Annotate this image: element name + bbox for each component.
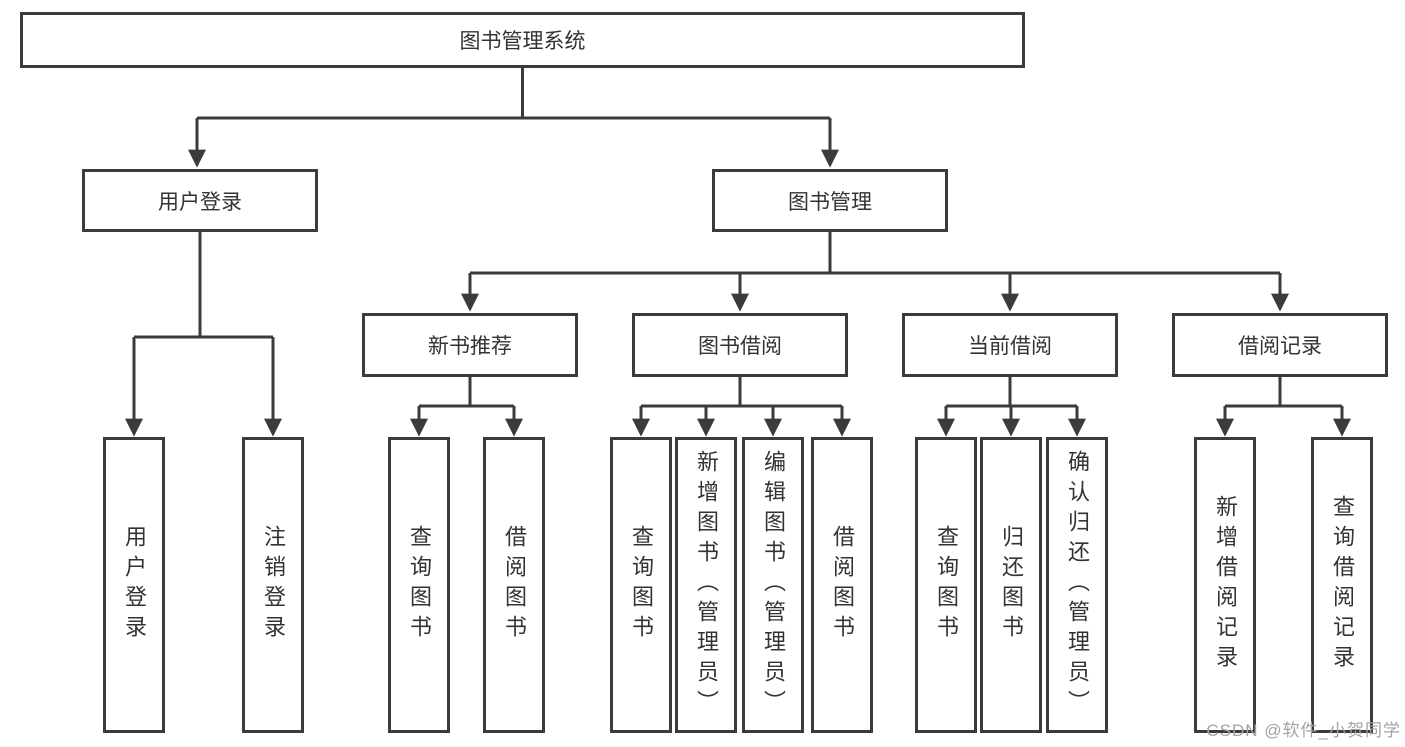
leaf-add-book-admin: 新增图书（管理员） bbox=[675, 437, 737, 733]
node-book-management: 图书管理 bbox=[712, 169, 948, 232]
csdn-watermark: CSDN @软件_小贺同学 bbox=[1206, 721, 1401, 740]
leaf-user-login: 用户登录 bbox=[103, 437, 165, 733]
leaf-query-books-borrowing: 查询图书 bbox=[610, 437, 672, 733]
leaf-confirm-return-admin: 确认归还（管理员） bbox=[1046, 437, 1108, 733]
leaf-query-books-recommend: 查询图书 bbox=[388, 437, 450, 733]
leaf-query-borrow-record: 查询借阅记录 bbox=[1311, 437, 1373, 733]
node-new-book-recommendation: 新书推荐 bbox=[362, 313, 578, 377]
leaf-query-books-current: 查询图书 bbox=[915, 437, 977, 733]
leaf-borrow-books-borrowing: 借阅图书 bbox=[811, 437, 873, 733]
leaf-edit-book-admin: 编辑图书（管理员） bbox=[742, 437, 804, 733]
leaf-return-book: 归还图书 bbox=[980, 437, 1042, 733]
leaf-logout: 注销登录 bbox=[242, 437, 304, 733]
node-book-borrowing: 图书借阅 bbox=[632, 313, 848, 377]
leaf-add-borrow-record: 新增借阅记录 bbox=[1194, 437, 1256, 733]
leaf-borrow-books-recommend: 借阅图书 bbox=[483, 437, 545, 733]
node-borrowing-records: 借阅记录 bbox=[1172, 313, 1388, 377]
node-current-borrowing: 当前借阅 bbox=[902, 313, 1118, 377]
node-library-management-system: 图书管理系统 bbox=[20, 12, 1025, 68]
node-user-login: 用户登录 bbox=[82, 169, 318, 232]
